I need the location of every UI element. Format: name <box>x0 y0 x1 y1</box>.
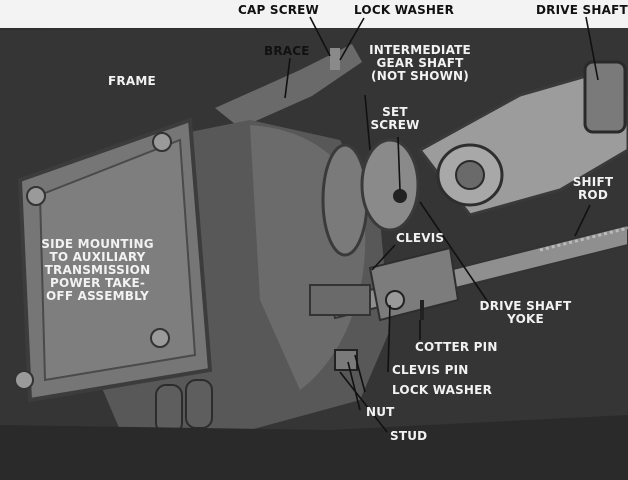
plate-bolt <box>14 370 34 390</box>
nut-label: NUT <box>366 405 395 419</box>
lock-washer-top-label: LOCK WASHER <box>354 3 455 17</box>
intermediate-gear-shaft-label: INTERMEDIATE GEAR SHAFT (NOT SHOWN) <box>369 43 471 83</box>
plate-bolt <box>150 328 170 348</box>
brace-bar <box>215 44 362 128</box>
set-screw-part <box>393 189 407 203</box>
cap-screw-part <box>330 48 340 70</box>
plate-bolt <box>152 132 172 152</box>
clevis-pin-part <box>385 290 405 310</box>
nut-part <box>334 349 358 371</box>
leader-lines <box>284 16 599 433</box>
cotter-pin-part <box>420 300 424 320</box>
stud-label: STUD <box>390 429 428 443</box>
frame-label: FRAME <box>108 74 156 88</box>
drive-shaft-yoke-part <box>360 138 420 232</box>
drive-shaft-yoke-label: DRIVE SHAFT YOKE <box>479 299 572 326</box>
cap-screw-label: CAP SCREW <box>238 3 319 17</box>
shift-rod-label: SHIFT ROD <box>572 175 614 202</box>
side-mounting-label: SIDE MOUNTING TO AUXILIARY TRANSMISSION … <box>41 237 154 303</box>
set-screw-label: SET SCREW <box>370 105 420 132</box>
lock-washer-bottom-label: LOCK WASHER <box>392 383 493 397</box>
clevis-label: CLEVIS <box>396 231 445 245</box>
plate-bolt <box>26 186 46 206</box>
cotter-pin-label: COTTER PIN <box>415 340 498 354</box>
brace-label: BRACE <box>264 44 310 58</box>
clevis-pin-label: CLEVIS PIN <box>392 363 469 377</box>
drive-shaft-label: DRIVE SHAFT <box>536 3 628 17</box>
